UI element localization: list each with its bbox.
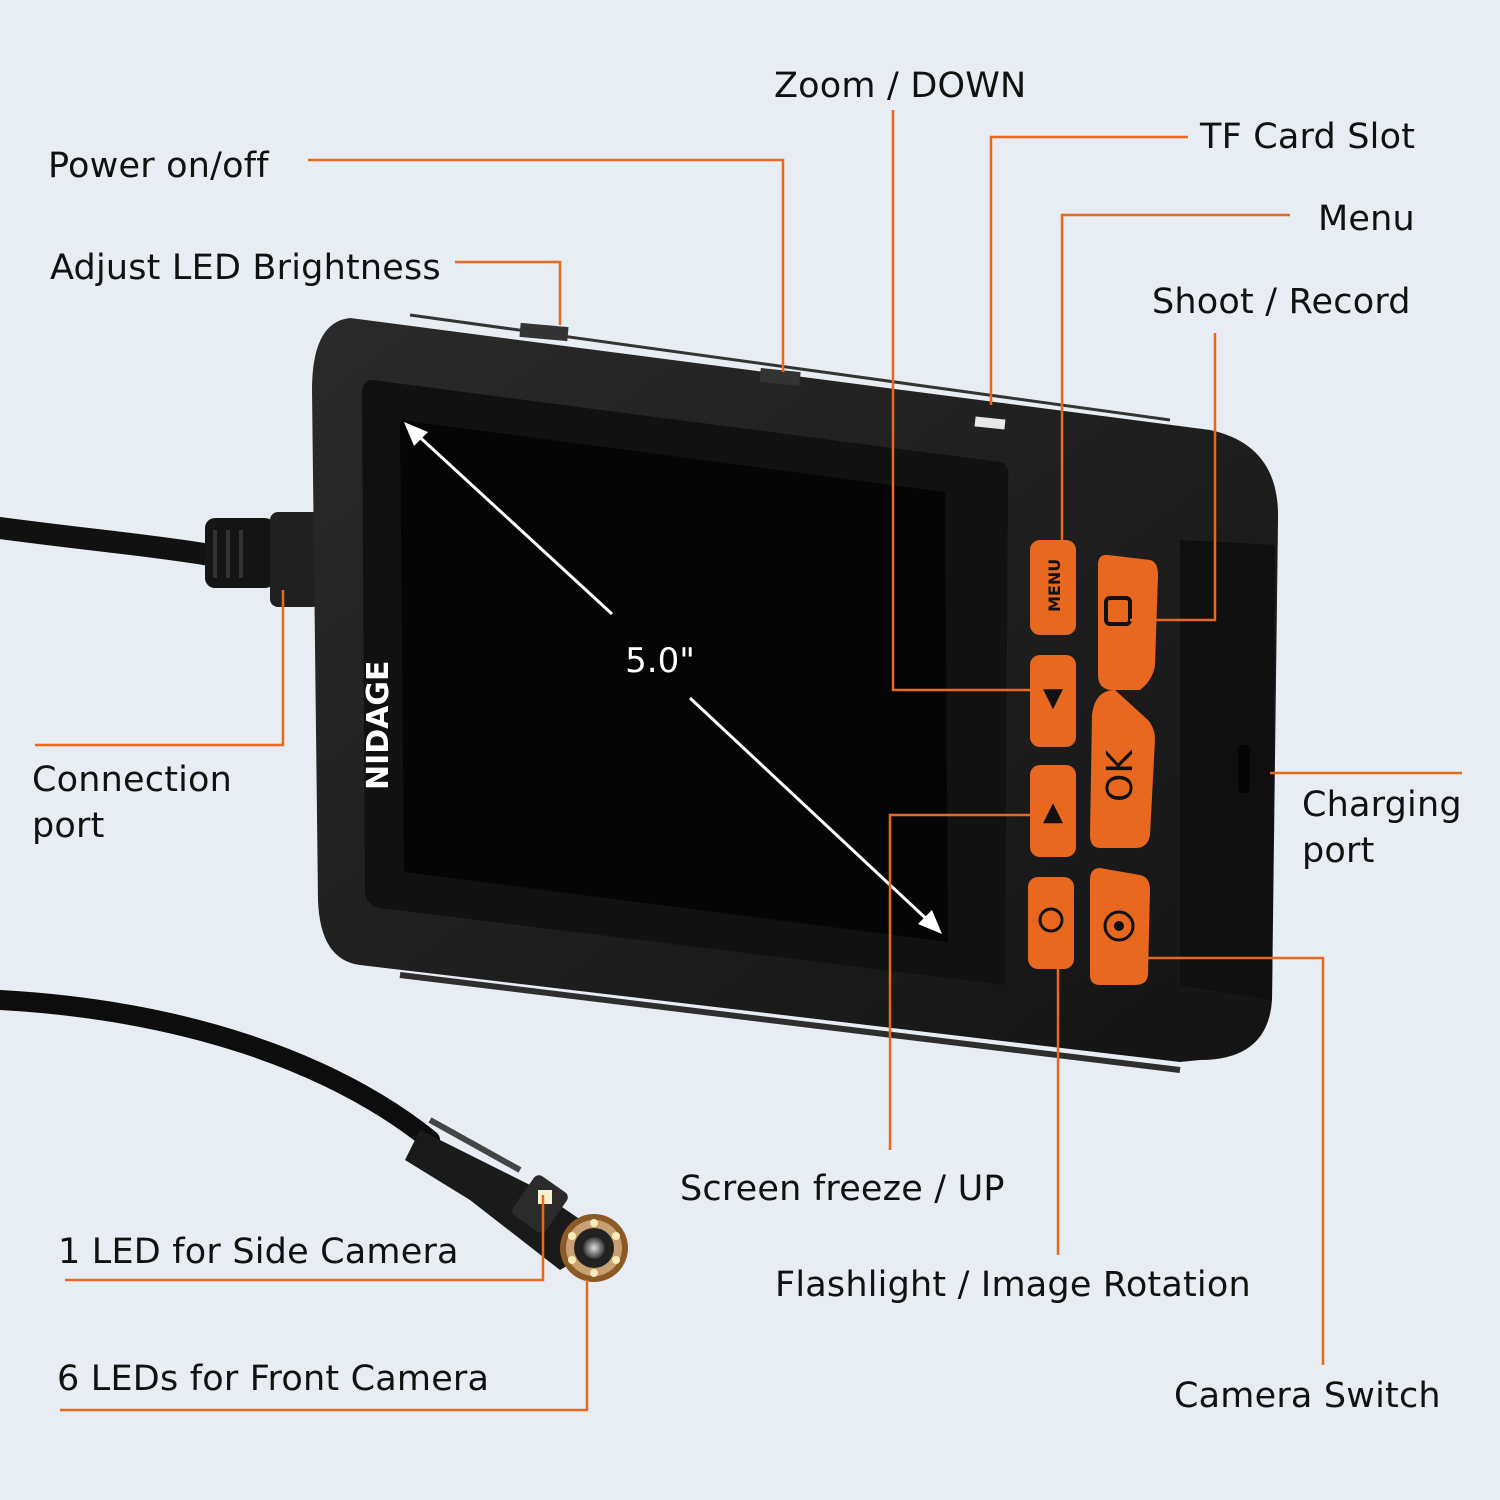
menu-button-label: MENU [1045, 559, 1064, 612]
cable-lower [0, 990, 440, 1150]
label-screen-freeze: Screen freeze / UP [680, 1169, 1005, 1209]
connection-plug [205, 512, 320, 607]
leader-side-led [65, 1195, 545, 1282]
label-camera-switch: Camera Switch [1174, 1376, 1441, 1416]
hand-up-icon: ▲ [1043, 797, 1063, 827]
label-leds-front: 6 LEDs for Front Camera [57, 1359, 490, 1399]
leader-power [308, 158, 785, 372]
front-lens-icon [583, 1237, 605, 1259]
leader-freeze [888, 813, 1035, 1150]
leader-lines [35, 110, 1462, 1412]
buttons: MENU ▼ ▲ OK [1028, 540, 1158, 985]
leader-menu [1060, 213, 1290, 550]
camera-switch-button[interactable] [1090, 868, 1150, 985]
shoot-record-button[interactable] [1098, 554, 1158, 690]
side-led-icon [538, 1190, 552, 1204]
flashlight-button[interactable] [1028, 877, 1074, 969]
label-tf-card-slot: TF Card Slot [1200, 117, 1416, 157]
brand-logo: NIDAGE [361, 660, 396, 790]
screen-size-label: 5.0" [625, 641, 695, 681]
leader-zoom [891, 110, 1030, 692]
label-flashlight: Flashlight / Image Rotation [775, 1265, 1251, 1305]
label-shoot-record: Shoot / Record [1152, 282, 1411, 322]
leader-camera-switch [1145, 956, 1325, 1365]
leader-front-leds [60, 1280, 589, 1412]
label-menu: Menu [1318, 199, 1415, 239]
ok-button[interactable]: OK [1090, 690, 1155, 848]
menu-button[interactable]: MENU [1030, 540, 1076, 635]
magnifier-down-icon: ▼ [1043, 683, 1063, 713]
zoom-down-button[interactable]: ▼ [1030, 655, 1076, 747]
flashlight-rotate-icon [1038, 907, 1064, 933]
ok-button-label: OK [1100, 749, 1141, 802]
label-adjust-led: Adjust LED Brightness [50, 248, 441, 288]
leader-led [455, 260, 562, 325]
cable-upper [0, 517, 221, 566]
camera-switch-icon [1103, 910, 1135, 942]
freeze-up-button[interactable]: ▲ [1030, 765, 1076, 857]
leader-tf [989, 135, 1188, 405]
leader-connection [35, 590, 285, 747]
label-connection-port: Connection port [32, 760, 233, 847]
camera-probe [405, 1117, 628, 1282]
label-charging-port: Charging port [1302, 785, 1462, 872]
label-power: Power on/off [48, 146, 269, 186]
leader-shoot [1130, 333, 1217, 622]
label-led-side: 1 LED for Side Camera [58, 1232, 459, 1272]
device-body: 5.0" NIDAGE [312, 313, 1279, 1073]
label-zoom-down: Zoom / DOWN [774, 66, 1027, 106]
camera-record-icon [1104, 596, 1132, 626]
